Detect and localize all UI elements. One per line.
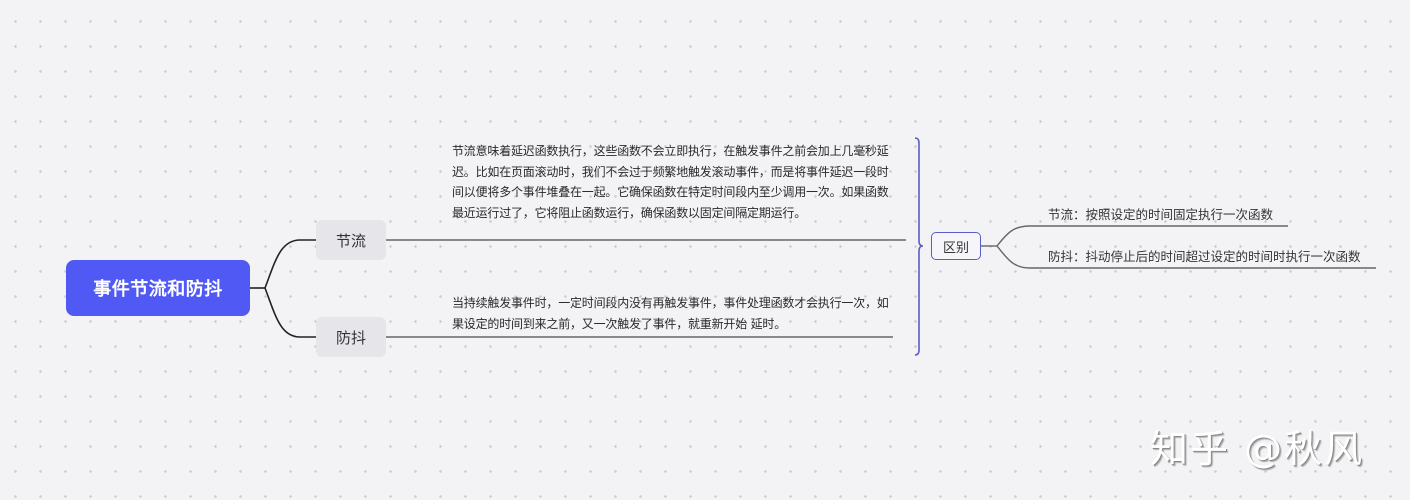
summary-bracket [914,137,924,356]
debounce-description[interactable]: 当持续触发事件时，一定时间段内没有再触发事件，事件处理函数才会执行一次，如果设定… [452,296,889,331]
branch-label: 节流 [335,231,366,250]
root-node[interactable]: 事件节流和防抖 [66,260,250,316]
branch-label: 防抖 [335,328,366,347]
branch-node-throttle[interactable]: 节流 [316,220,386,260]
summary-label: 区别 [942,240,969,256]
difference-leaf-debounce[interactable]: 防抖：抖动停止后的时间超过设定的时间时执行一次函数 [1048,249,1361,264]
root-label: 事件节流和防抖 [93,279,223,300]
branch-node-debounce[interactable]: 防抖 [316,317,386,357]
difference-leaf-throttle[interactable]: 节流：按照设定的时间固定执行一次函数 [1048,207,1274,222]
summary-node-difference[interactable]: 区别 [931,232,981,260]
throttle-description[interactable]: 节流意味着延迟函数执行，这些函数不会立即执行，在触发事件之前会加上几毫秒延迟。比… [452,144,889,220]
watermark: 知乎 @秋风 [1150,427,1365,471]
